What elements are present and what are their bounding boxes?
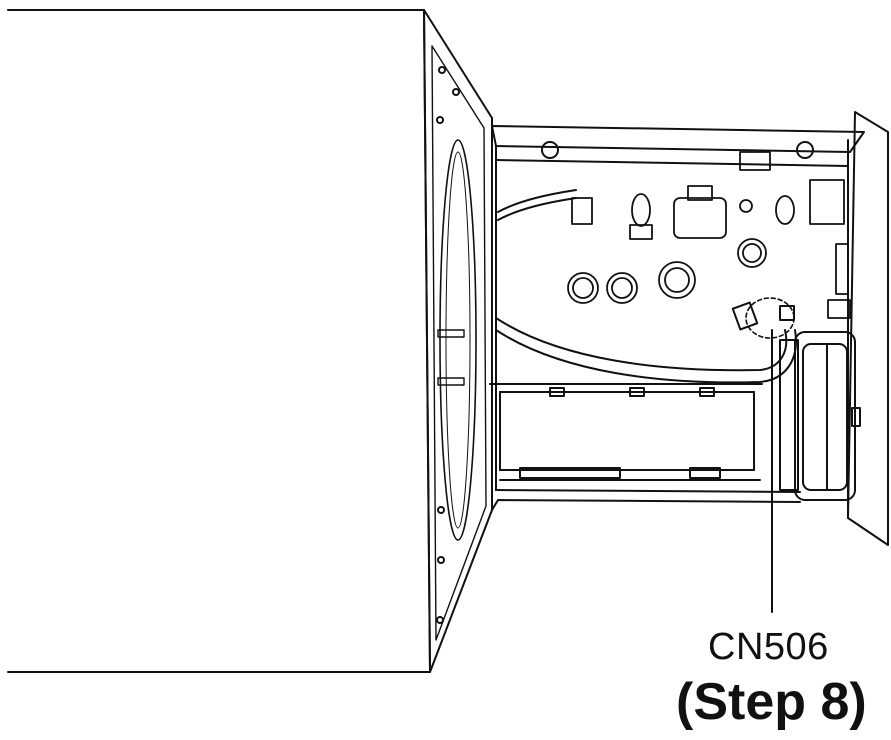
pcb-components bbox=[567, 151, 851, 319]
step-label: (Step 8) bbox=[676, 673, 867, 731]
cabinet-side-panel bbox=[7, 9, 431, 673]
cn506-connector bbox=[731, 297, 795, 339]
fan-grille-ring bbox=[439, 139, 477, 541]
connector-label: CN506 bbox=[708, 626, 829, 668]
wire-harness bbox=[495, 189, 797, 384]
top-rail bbox=[491, 125, 865, 167]
power-supply-box bbox=[499, 387, 755, 479]
cooling-fan-assembly bbox=[779, 331, 861, 501]
chassis-interior bbox=[489, 117, 801, 511]
front-face-panel bbox=[423, 9, 493, 673]
